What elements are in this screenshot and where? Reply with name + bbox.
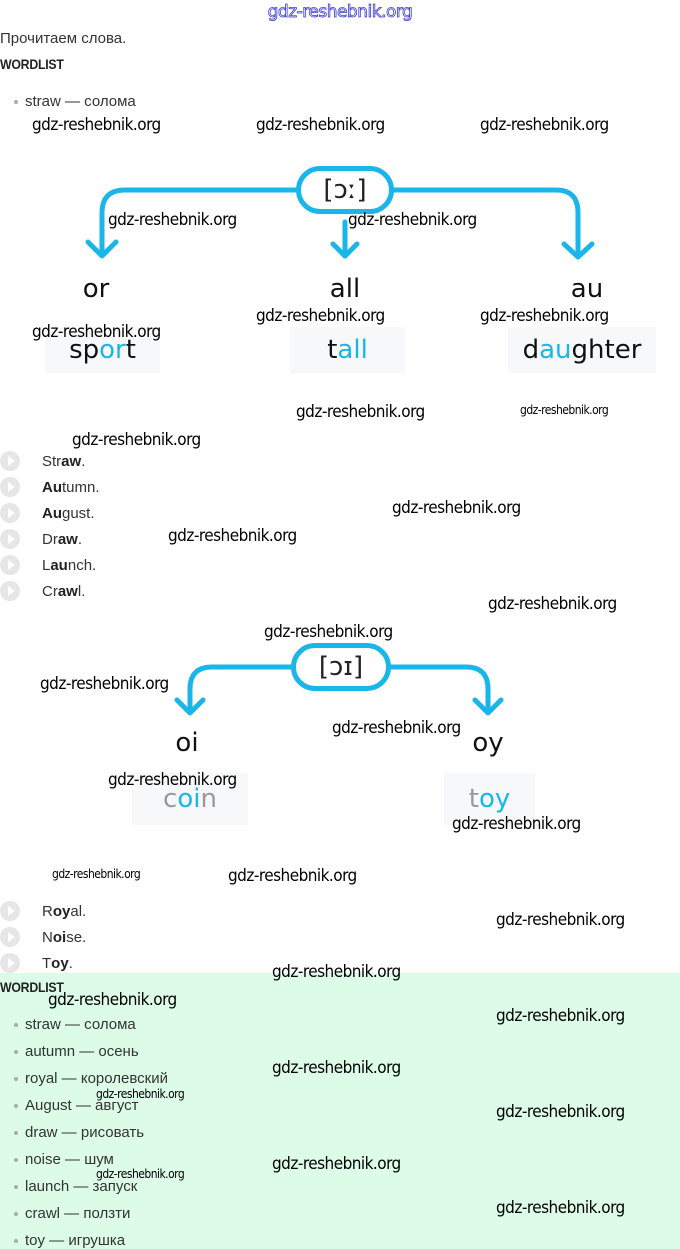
watermark: gdz-reshebnik.org [272,962,401,982]
play-icon[interactable] [0,529,20,549]
bullet-icon [14,1158,18,1163]
arrow-left [99,187,299,258]
play-icon[interactable] [0,451,20,471]
watermark: gdz-reshebnik.org [40,674,169,694]
letters-oi: oi [175,728,199,758]
play-icon[interactable] [0,477,20,497]
watermark: gdz-reshebnik.org [264,622,393,642]
bullet-icon [14,1239,18,1244]
wordlist-item: straw — солома [14,93,136,110]
watermark: gdz-reshebnik.org [496,910,625,930]
watermark: gdz-reshebnik.org [32,115,161,135]
watermark: gdz-reshebnik.org [496,1006,625,1026]
wordlist-item: crawl — ползти [14,1205,130,1222]
bullet-icon [14,1023,18,1028]
bullet-icon [14,100,18,105]
watermark: gdz-reshebnik.org [348,210,477,230]
watermark: gdz-reshebnik.org [52,867,141,881]
watermark: gdz-reshebnik.org [452,814,581,834]
watermark: gdz-reshebnik.org [332,718,461,738]
watermark: gdz-reshebnik.org [488,594,617,614]
watermark: gdz-reshebnik.org [496,1102,625,1122]
letters-au: au [570,274,604,304]
wordlist-item: straw — солома [14,1016,136,1033]
wordlist-item-text: straw — солома [25,93,136,110]
watermark: gdz-reshebnik.org [496,1198,625,1218]
play-icon[interactable] [0,555,20,575]
arrowhead-center-icon [330,241,360,259]
watermark: gdz-reshebnik.org [228,866,357,886]
watermark: gdz-reshebnik.org [272,1058,401,1078]
wordlist-item: toy — игрушка [14,1232,125,1249]
wordlist-item: noise — шум [14,1151,114,1168]
arrowhead-right-icon [472,697,504,716]
play-icon[interactable] [0,503,20,523]
wordlist-heading: WORDLIST [0,979,64,995]
watermark: gdz-reshebnik.org [108,210,237,230]
watermark: gdz-reshebnik.org [272,1154,401,1174]
diagram1-arrows [85,187,595,260]
bullet-icon [14,1185,18,1190]
site-watermark-header[interactable]: gdz-reshebnik.org [267,2,413,23]
arrow-right [388,664,491,715]
watermark: gdz-reshebnik.org [256,306,385,326]
arrowhead-right-icon [561,241,595,260]
letters-oy: oy [472,728,504,758]
play-icon[interactable] [0,927,20,947]
watermark: gdz-reshebnik.org [480,306,609,326]
arrow-left [187,664,294,715]
intro-text: Прочитаем слова. [0,30,127,47]
wordlist-item: royal — королевский [14,1070,168,1087]
bullet-icon [14,1104,18,1109]
bullet-icon [14,1050,18,1055]
wordlist-item: autumn — осень [14,1043,139,1060]
watermark: gdz-reshebnik.org [256,115,385,135]
watermark: gdz-reshebnik.org [96,1167,185,1181]
watermark: gdz-reshebnik.org [72,430,201,450]
wordlist-item: August — август [14,1097,139,1114]
watermark: gdz-reshebnik.org [392,498,521,518]
bullet-icon [14,1131,18,1136]
watermark: gdz-reshebnik.org [520,403,609,417]
watermark: gdz-reshebnik.org [296,402,425,422]
phoneme-pill-aw: [ɔː] [296,166,394,214]
watermark: gdz-reshebnik.org [168,526,297,546]
watermark: gdz-reshebnik.org [96,1087,185,1101]
play-icon[interactable] [0,901,20,921]
play-icon[interactable] [0,581,20,601]
diagram2-arrows [174,664,504,716]
letters-all: all [329,274,361,304]
wordlist-panel [0,973,680,1249]
bullet-icon [14,1077,18,1082]
watermark: gdz-reshebnik.org [480,115,609,135]
play-icon[interactable] [0,953,20,973]
bullet-icon [14,1212,18,1217]
watermark: gdz-reshebnik.org [32,322,161,342]
phoneme-pill-oi: [ɔɪ] [291,643,391,691]
arrowhead-left-icon [85,239,119,259]
letters-or: or [82,274,110,304]
arrow-right [391,187,581,259]
watermark: gdz-reshebnik.org [48,990,177,1010]
wordlist-heading: WORDLIST [0,56,64,72]
wordlist-item: launch — запуск [14,1178,137,1195]
arrowhead-left-icon [174,697,206,716]
watermark: gdz-reshebnik.org [108,770,237,790]
wordlist-item: draw — рисовать [14,1124,144,1141]
